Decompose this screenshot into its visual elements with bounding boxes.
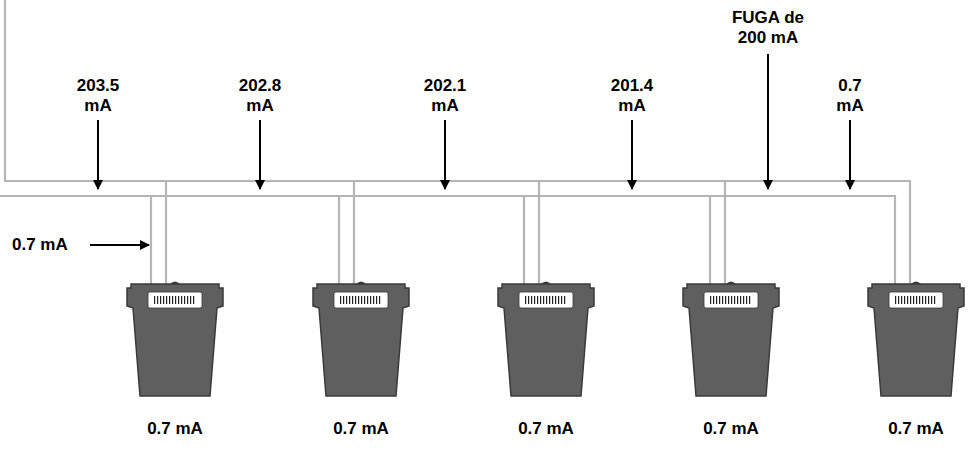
current-label: 0.7 mA — [12, 235, 92, 255]
device-current: 0.7 mA — [876, 419, 956, 439]
current-arrows — [90, 54, 850, 245]
device-current: 0.7 mA — [506, 419, 586, 439]
current-label: 202.8 mA — [229, 76, 291, 115]
current-label: 201.4 mA — [601, 76, 663, 115]
device-current: 0.7 mA — [321, 419, 401, 439]
leak-label: FUGA de 200 mA — [726, 8, 810, 47]
devices — [127, 282, 964, 397]
current-label: 203.5 mA — [67, 76, 129, 115]
bus-wires — [0, 0, 910, 285]
device-current: 0.7 mA — [135, 419, 215, 439]
current-label: 0.7 mA — [829, 76, 871, 115]
current-label: 202.1 mA — [414, 76, 476, 115]
device-current: 0.7 mA — [691, 419, 771, 439]
